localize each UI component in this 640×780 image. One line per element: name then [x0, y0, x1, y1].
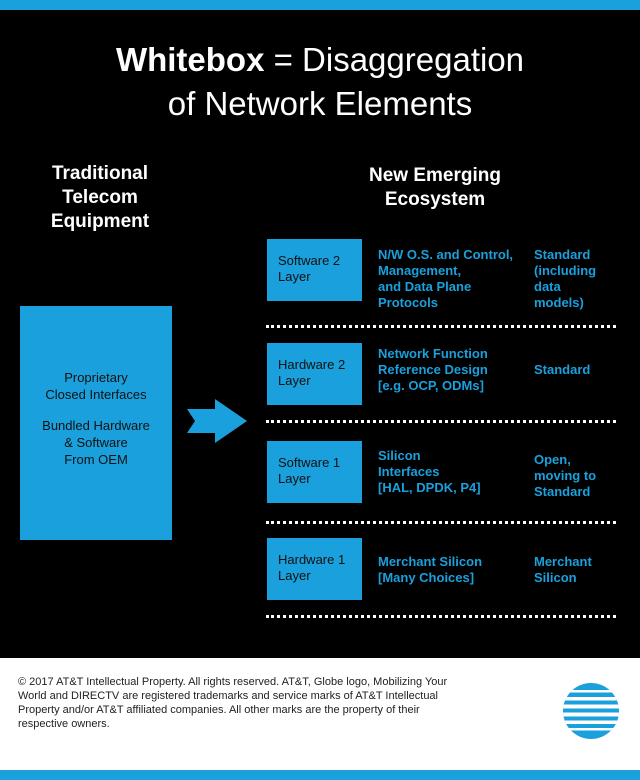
- emerging-heading-line: New Emerging: [369, 165, 501, 186]
- layer-divider: [266, 420, 616, 423]
- box-line: From OEM: [64, 452, 128, 467]
- software-2-standard: Standard (including data models): [534, 247, 629, 311]
- desc-line: Network Function: [378, 346, 488, 361]
- layer-name-line: Software 2: [278, 253, 341, 268]
- layer-divider: [266, 325, 616, 328]
- box-line: Closed Interfaces: [45, 387, 147, 402]
- emerging-heading: New Emerging Ecosystem: [330, 164, 540, 212]
- copyright-line: World and DIRECTV are registered tradema…: [18, 690, 438, 702]
- desc-line: Silicon: [378, 448, 421, 463]
- software-2-description: N/W O.S. and Control, Management, and Da…: [378, 247, 528, 311]
- bottom-accent-bar: [0, 770, 640, 780]
- box-line: & Software: [64, 435, 128, 450]
- layer-name-line: Layer: [278, 568, 311, 583]
- infographic-panel: Whitebox = Disaggregation of Network Ele…: [0, 10, 640, 658]
- traditional-equipment-box: Proprietary Closed Interfaces Bundled Ha…: [20, 306, 172, 540]
- bundled-text: Bundled Hardware & Software From OEM: [20, 417, 172, 468]
- copyright-line: respective owners.: [18, 718, 110, 730]
- emerging-heading-line: Ecosystem: [384, 189, 486, 210]
- top-accent-bar: [0, 0, 640, 10]
- software-2-layer-box: Software 2 Layer: [267, 239, 362, 301]
- att-globe-logo: [563, 683, 619, 739]
- layer-name-line: Layer: [278, 269, 311, 284]
- traditional-heading-line: Traditional: [51, 163, 149, 184]
- title-line2: of Network Elements: [167, 85, 473, 122]
- right-arrow-icon: [187, 399, 247, 443]
- standard-line: Silicon: [534, 570, 577, 585]
- traditional-heading: Traditional Telecom Equipment: [20, 162, 180, 234]
- hardware-2-description: Network Function Reference Design [e.g. …: [378, 346, 528, 394]
- standard-line: Open,: [534, 452, 571, 467]
- desc-line: Protocols: [378, 295, 438, 310]
- desc-line: and Data Plane: [378, 279, 472, 294]
- copyright-line: © 2017 AT&T Intellectual Property. All r…: [18, 676, 448, 688]
- title-bold: Whitebox: [115, 41, 265, 78]
- hardware-2-standard: Standard: [534, 362, 629, 378]
- hardware-1-standard: Merchant Silicon: [534, 554, 629, 586]
- traditional-heading-line: Telecom: [62, 187, 138, 208]
- title-rest: = Disaggregation: [264, 41, 525, 78]
- standard-line: (including: [534, 263, 597, 278]
- box-line: Proprietary: [64, 370, 128, 385]
- layer-name-line: Layer: [278, 373, 311, 388]
- copyright-line: Property and/or AT&T affiliated companie…: [18, 704, 420, 716]
- standard-line: Standard: [534, 247, 591, 262]
- layer-name-line: Software 1: [278, 455, 341, 470]
- layer-divider: [266, 521, 616, 524]
- software-1-layer-box: Software 1 Layer: [267, 441, 362, 503]
- hardware-2-layer-box: Hardware 2 Layer: [267, 343, 362, 405]
- layer-divider: [266, 615, 616, 618]
- desc-line: Merchant Silicon: [378, 554, 483, 569]
- software-1-standard: Open, moving to Standard: [534, 452, 629, 500]
- standard-line: Merchant: [534, 554, 592, 569]
- hardware-1-layer-box: Hardware 1 Layer: [267, 538, 362, 600]
- page-title: Whitebox = Disaggregation of Network Ele…: [0, 38, 640, 126]
- desc-line: Management,: [378, 263, 462, 278]
- layer-name-line: Layer: [278, 471, 311, 486]
- standard-line: moving to: [534, 468, 597, 483]
- software-1-description: Silicon Interfaces [HAL, DPDK, P4]: [378, 448, 528, 496]
- standard-line: data: [534, 279, 561, 294]
- desc-line: [Many Choices]: [378, 570, 475, 585]
- standard-line: models): [534, 295, 584, 310]
- traditional-heading-line: Equipment: [50, 211, 150, 232]
- hardware-1-description: Merchant Silicon [Many Choices]: [378, 554, 528, 586]
- standard-line: Standard: [534, 484, 591, 499]
- desc-line: N/W O.S. and Control,: [378, 247, 514, 262]
- layer-name-line: Hardware 1: [278, 552, 346, 567]
- copyright-notice: © 2017 AT&T Intellectual Property. All r…: [18, 675, 518, 731]
- desc-line: [HAL, DPDK, P4]: [378, 480, 481, 495]
- desc-line: [e.g. OCP, ODMs]: [378, 378, 484, 393]
- layer-name-line: Hardware 2: [278, 357, 346, 372]
- standard-line: Standard: [534, 362, 591, 377]
- desc-line: Reference Design: [378, 362, 488, 377]
- box-line: Bundled Hardware: [42, 418, 150, 433]
- desc-line: Interfaces: [378, 464, 440, 479]
- proprietary-text: Proprietary Closed Interfaces: [20, 369, 172, 403]
